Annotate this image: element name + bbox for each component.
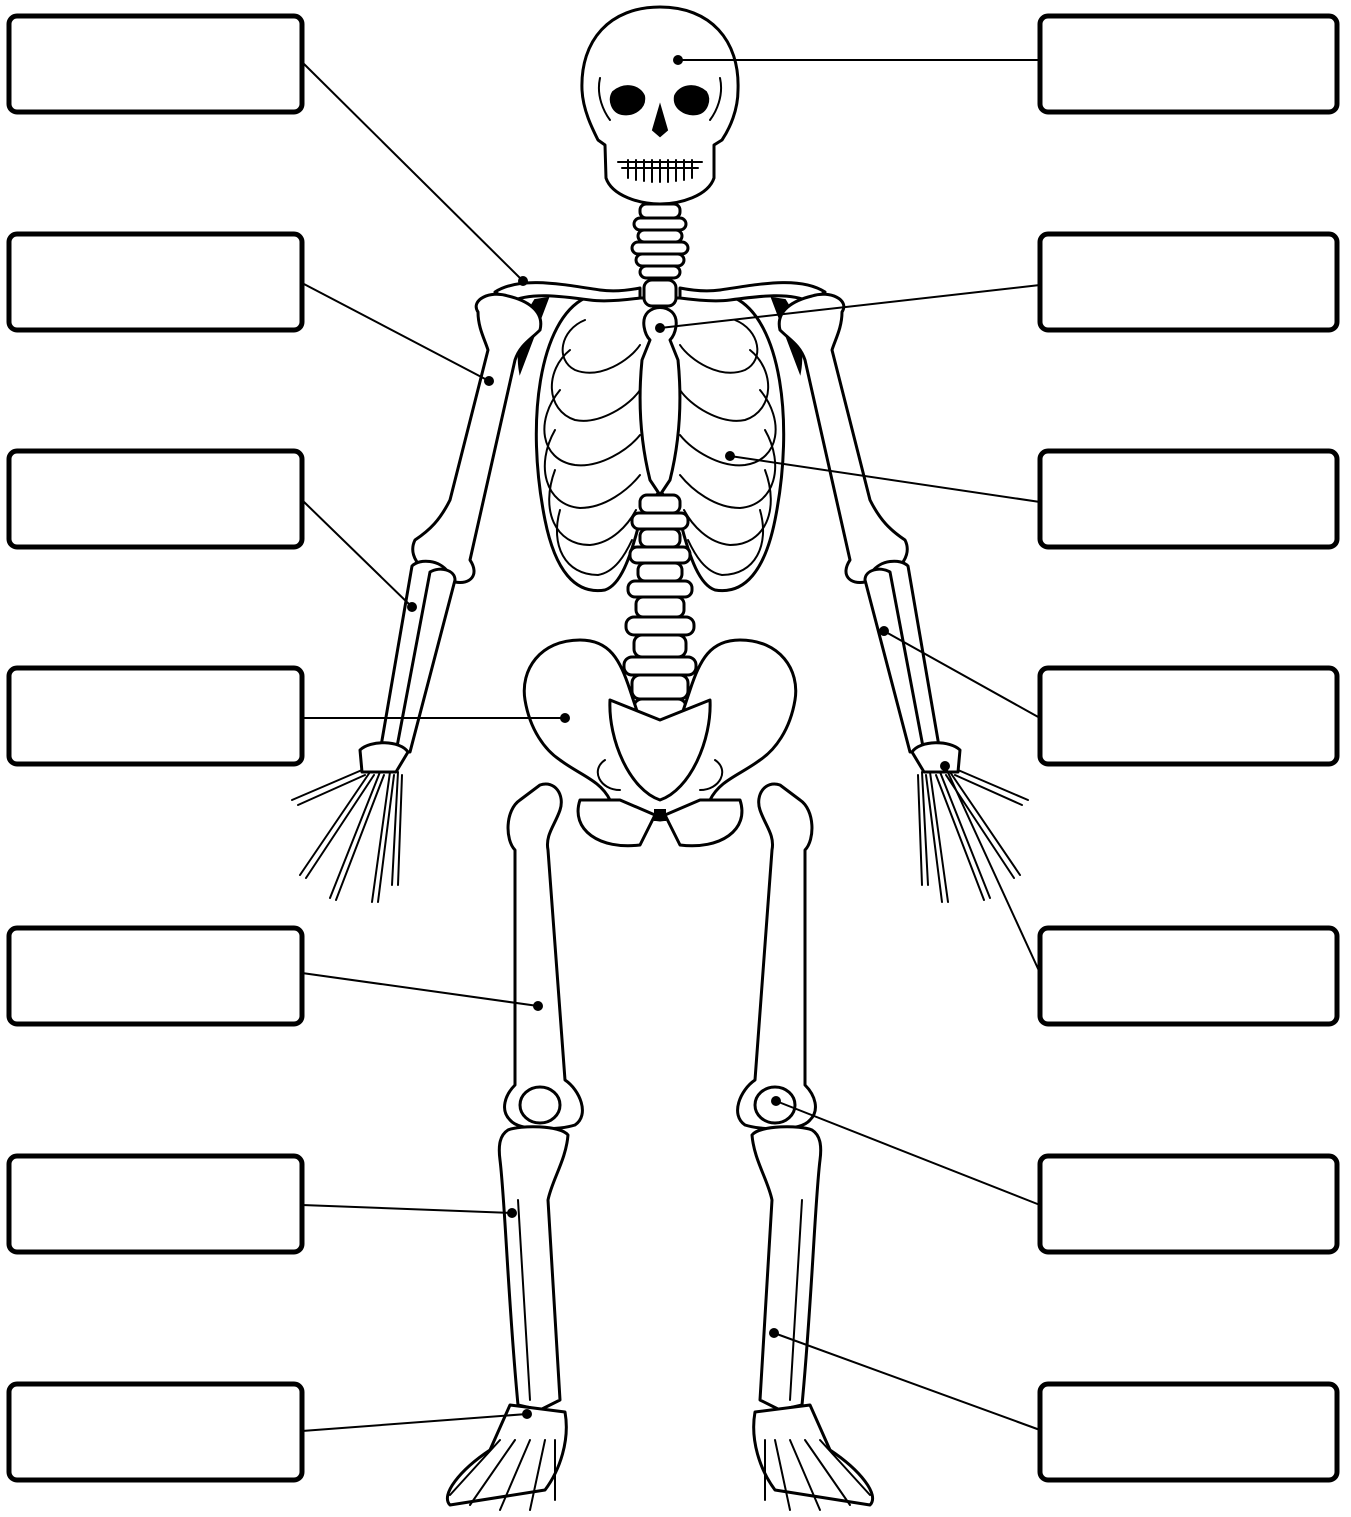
pointer-dot-right-5 [940,761,950,771]
pointer-dot-right-2 [655,323,665,333]
label-box-right-7[interactable] [1040,1384,1337,1480]
label-box-left-7[interactable] [9,1384,302,1480]
label-box-right-2[interactable] [1040,234,1337,330]
pointer-dot-left-7 [522,1409,532,1419]
label-box-left-1[interactable] [9,16,302,112]
pointer-dot-right-3 [725,451,735,461]
label-box-right-5[interactable] [1040,928,1337,1024]
label-box-left-3[interactable] [9,451,302,547]
leader-left-3 [302,500,412,607]
pointer-dot-right-1 [673,55,683,65]
label-box-right-1[interactable] [1040,16,1337,112]
leader-left-1 [302,62,523,281]
leader-right-5 [945,766,1040,973]
skull [582,7,738,204]
label-box-left-4[interactable] [9,668,302,764]
right-arm [779,294,1028,902]
label-box-left-6[interactable] [9,1156,302,1252]
pointer-dot-left-1 [518,276,528,286]
label-box-right-4[interactable] [1040,668,1337,764]
label-box-right-3[interactable] [1040,451,1337,547]
cervical-spine [632,204,688,278]
label-box-left-2[interactable] [9,234,302,330]
pointer-dot-left-3 [407,602,417,612]
label-box-right-6[interactable] [1040,1156,1337,1252]
left-arm [292,294,541,902]
pointer-dot-left-4 [560,713,570,723]
leader-left-7 [302,1414,527,1431]
pointer-dot-left-2 [484,376,494,386]
skeleton-illustration [292,7,1028,1510]
pointer-dot-right-7 [769,1328,779,1338]
pointer-dot-right-4 [879,626,889,636]
leader-left-5 [302,973,538,1006]
leader-left-6 [302,1205,512,1213]
pointer-dot-left-6 [507,1208,517,1218]
pointer-dot-left-5 [533,1001,543,1011]
leader-left-2 [302,283,489,381]
left-leg [447,784,582,1510]
right-leg [738,784,873,1510]
pointer-dot-right-6 [771,1096,781,1106]
label-box-left-5[interactable] [9,928,302,1024]
